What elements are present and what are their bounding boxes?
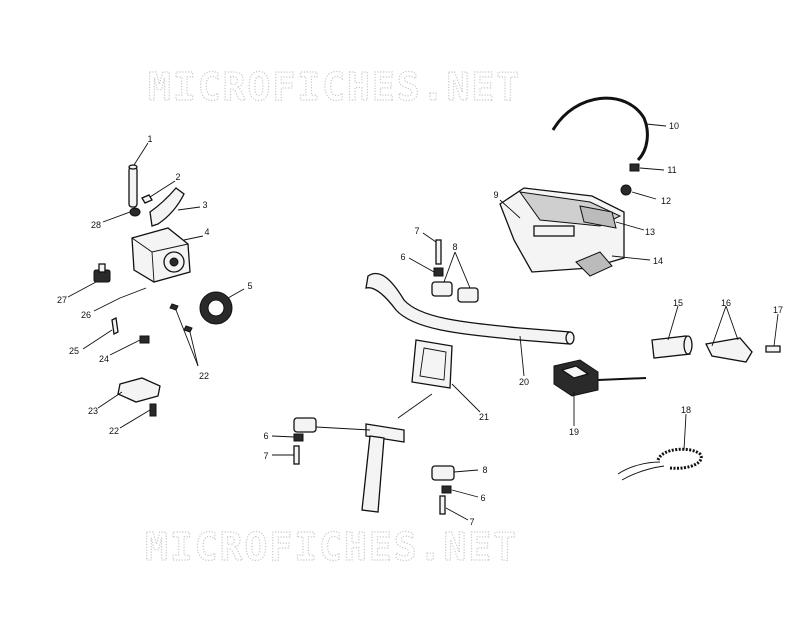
part-nut-11 — [629, 163, 640, 172]
part-clamp-8d — [431, 465, 455, 481]
callout-21: 21 — [479, 412, 489, 422]
callout-17: 17 — [773, 305, 783, 315]
callout-12: 12 — [661, 196, 671, 206]
part-pad-14 — [575, 251, 613, 277]
callout-1: 1 — [147, 134, 152, 144]
callout-13: 13 — [645, 227, 655, 237]
part-screw-26 — [119, 287, 147, 299]
part-heater-cable — [617, 447, 703, 481]
callout-16: 16 — [721, 298, 731, 308]
callout-5: 5 — [247, 281, 252, 291]
callout-19: 19 — [569, 427, 579, 437]
callout-28: 28 — [91, 220, 101, 230]
part-washer-12 — [620, 184, 632, 196]
part-clip — [141, 194, 153, 204]
part-clamp-8c — [293, 417, 317, 433]
callout-3: 3 — [202, 200, 207, 210]
part-screw-22a — [169, 303, 179, 311]
callout-2: 2 — [175, 172, 180, 182]
part-cover — [117, 377, 161, 403]
callout-6-left: 6 — [263, 431, 268, 441]
callout-4: 4 — [204, 227, 209, 237]
callout-8-top: 8 — [452, 242, 457, 252]
handlebar-pod-assembly — [499, 96, 649, 277]
leader-lines — [67, 123, 779, 521]
callout-25: 25 — [69, 346, 79, 356]
part-throttle-housing — [131, 227, 191, 283]
callout-labels: 1 2 3 4 5 28 27 26 25 24 22 23 22 10 11 … — [57, 121, 783, 527]
part-washer-6b — [293, 433, 304, 442]
watermark-bottom: MICROFICHES.NET — [145, 525, 518, 569]
watermark-top: MICROFICHES.NET — [148, 65, 521, 109]
callout-6-top: 6 — [400, 252, 405, 262]
throttle-assembly — [93, 164, 233, 417]
part-bracket — [111, 317, 119, 335]
part-washer-6a — [433, 267, 444, 277]
part-bar-pad — [411, 339, 453, 389]
part-throttle-ring — [199, 291, 233, 325]
handlebar-assembly — [293, 239, 781, 515]
part-grip — [651, 335, 693, 359]
callout-7-left: 7 — [263, 451, 268, 461]
part-screw-17 — [765, 345, 781, 353]
part-throttle-lever — [149, 187, 185, 227]
part-bolt-7c — [439, 495, 446, 515]
callout-23: 23 — [88, 406, 98, 416]
callout-7-top: 7 — [414, 226, 419, 236]
part-windshield-brace — [551, 96, 649, 162]
part-pad-13 — [579, 205, 617, 229]
callout-26: 26 — [81, 310, 91, 320]
callout-9: 9 — [493, 190, 498, 200]
callout-11: 11 — [667, 165, 676, 175]
part-screw-22c — [149, 403, 157, 417]
callout-7-right: 7 — [469, 517, 474, 527]
callout-14: 14 — [653, 256, 663, 266]
part-bar-end — [705, 337, 753, 363]
callout-10: 10 — [669, 121, 679, 131]
part-washer-28 — [129, 207, 141, 217]
part-bolt-7b — [293, 445, 300, 465]
callout-18: 18 — [681, 405, 691, 415]
part-bolt-7a — [435, 239, 442, 265]
callout-22-upper: 22 — [199, 371, 209, 381]
part-screw-22b — [183, 325, 193, 333]
callout-24: 24 — [99, 354, 109, 364]
callout-22-lower: 22 — [109, 426, 119, 436]
callout-8-right: 8 — [482, 465, 487, 475]
callout-15: 15 — [673, 298, 683, 308]
part-steering-post — [361, 423, 405, 513]
part-hand-control — [553, 359, 647, 397]
part-washer-6c — [441, 485, 452, 494]
callout-27: 27 — [57, 295, 67, 305]
callout-6-right: 6 — [480, 493, 485, 503]
part-clamp-8a — [431, 281, 453, 297]
callout-20: 20 — [519, 377, 529, 387]
part-clamp-8b — [457, 287, 479, 303]
part-nut-24 — [139, 335, 150, 344]
part-switch — [93, 263, 111, 283]
part-pin — [128, 164, 138, 208]
